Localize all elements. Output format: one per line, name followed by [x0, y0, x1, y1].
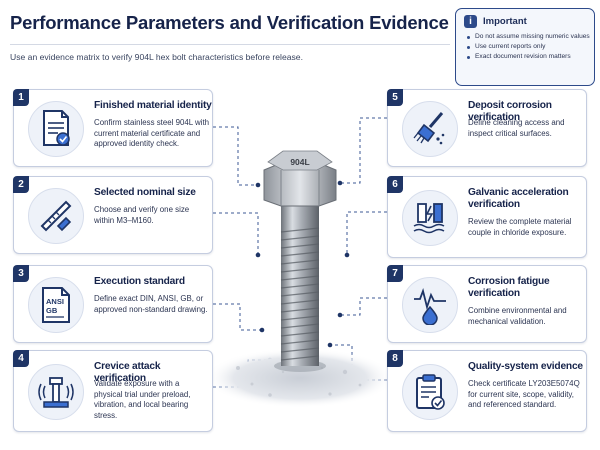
card-nominal-size: 2 Selected nominal size Choose and verif… — [13, 176, 213, 254]
icon-text-ansi: ANSI — [46, 297, 64, 306]
important-item: Exact document revision matters — [467, 53, 586, 60]
card-body: Review the complete material couple in c… — [468, 217, 572, 237]
bolt-head-marking: 904L — [290, 157, 309, 167]
card-body: Define cleaning access and inspect criti… — [468, 118, 565, 138]
card-number: 8 — [387, 350, 403, 367]
important-notice: i Important Do not assume missing numeri… — [455, 8, 595, 86]
card-body: Define exact DIN, ANSI, GB, or approved … — [94, 294, 208, 314]
caliper-icon — [28, 188, 84, 244]
card-title: Finished material identity — [94, 100, 212, 111]
card-number: 6 — [387, 176, 403, 193]
card-crevice-attack: 4 Crevice attack verification Validate e… — [13, 350, 213, 432]
fatigue-waveform-icon — [402, 277, 458, 333]
page-subtitle: Use an evidence matrix to verify 904L he… — [10, 52, 303, 62]
card-number: 1 — [13, 89, 29, 106]
card-quality-system: 8 Quality-system evidence Check certific… — [387, 350, 587, 432]
bolt-vibration-icon — [28, 364, 84, 420]
card-number: 4 — [13, 350, 29, 367]
card-number: 2 — [13, 176, 29, 193]
card-material-identity: 1 Finished material identity Confirm sta… — [13, 89, 213, 167]
card-deposit-corrosion: 5 Deposit corrosion verification Define … — [387, 89, 587, 167]
card-body: Combine environmental and mechanical val… — [468, 306, 567, 326]
standard-document-icon: ANSI GB — [28, 277, 84, 333]
important-item: Use current reports only — [467, 43, 586, 50]
title-divider — [10, 44, 450, 45]
galvanic-couple-icon — [402, 190, 458, 246]
icon-text-gb: GB — [46, 306, 58, 315]
card-corrosion-fatigue: 7 Corrosion fatigue verification Combine… — [387, 265, 587, 343]
page-title: Performance Parameters and Verification … — [10, 12, 449, 33]
info-icon: i — [464, 15, 477, 28]
card-body: Validate exposure with a physical trial … — [94, 379, 191, 420]
important-title: Important — [483, 16, 527, 27]
card-title: Quality-system evidence — [468, 361, 583, 372]
cleaning-brush-icon — [402, 101, 458, 157]
card-title: Selected nominal size — [94, 187, 196, 198]
card-body: Check certificate LY203E5074Q for curren… — [468, 379, 580, 409]
card-title: Execution standard — [94, 276, 185, 287]
card-title: Corrosion fatigue verification — [468, 276, 550, 299]
clipboard-check-icon — [402, 364, 458, 420]
card-title: Galvanic acceleration verification — [468, 187, 569, 210]
important-list: Do not assume missing numeric values Use… — [464, 33, 590, 60]
certificate-icon — [28, 101, 84, 157]
card-number: 5 — [387, 89, 403, 106]
card-number: 3 — [13, 265, 29, 282]
card-body: Confirm stainless steel 904L with curren… — [94, 118, 210, 148]
card-number: 7 — [387, 265, 403, 282]
card-title: Crevice attack verification — [94, 361, 161, 384]
card-galvanic-acceleration: 6 Galvanic acceleration verification Rev… — [387, 176, 587, 258]
card-title: Deposit corrosion verification — [468, 100, 552, 123]
card-execution-standard: 3 ANSI GB Execution standard Define exac… — [13, 265, 213, 343]
important-item: Do not assume missing numeric values — [467, 33, 590, 40]
card-body: Choose and verify one size within M3–M16… — [94, 205, 190, 225]
